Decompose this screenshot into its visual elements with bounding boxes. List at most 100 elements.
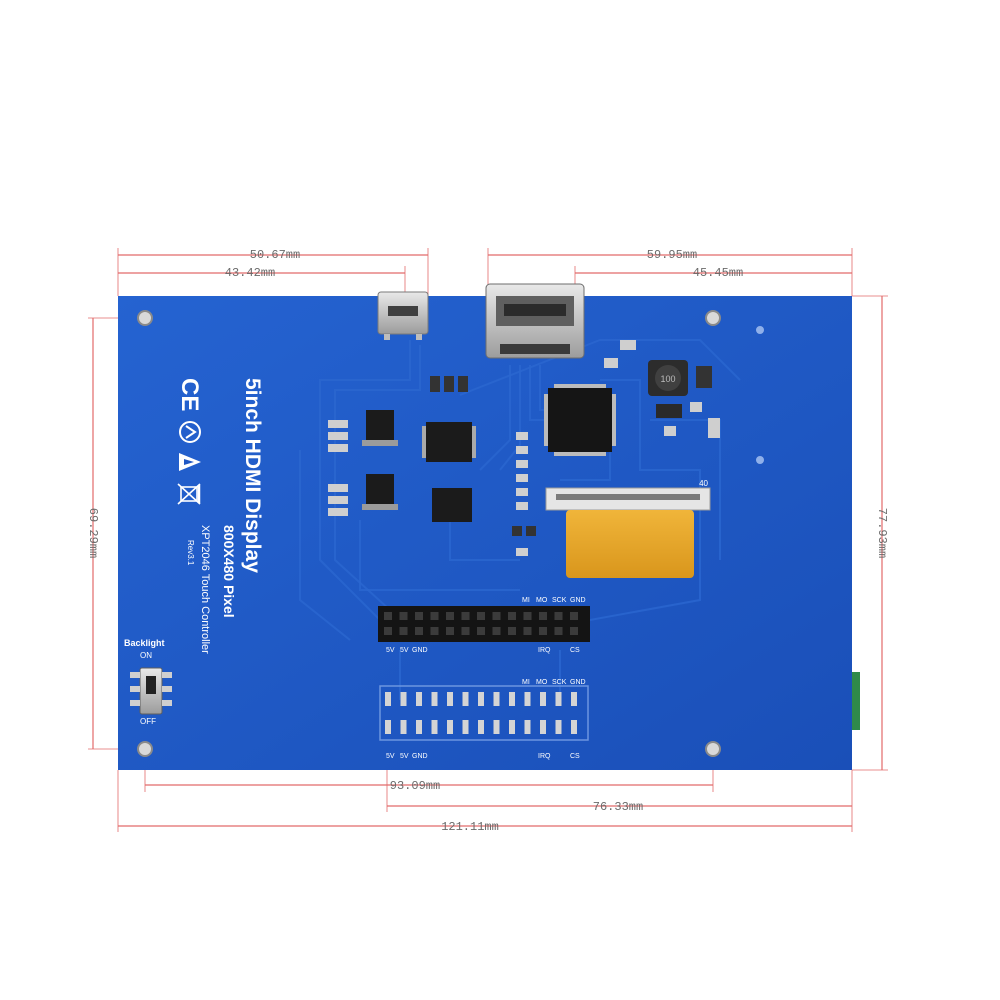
header-pin — [461, 612, 470, 620]
footprint-pad — [509, 720, 515, 734]
fpc-connector: 40 — [545, 479, 711, 578]
dim-top-inner: 43.42mm — [225, 266, 275, 280]
dim-bottom-holes: 93.09mm — [390, 779, 440, 793]
footprint-label-5v-a: 5V — [386, 753, 395, 760]
header-label-5v-a: 5V — [386, 647, 395, 654]
header-pin — [492, 627, 501, 635]
footprint-pad — [447, 720, 453, 734]
backlight-switch-knob[interactable] — [146, 676, 156, 694]
footprint-label-mo: MO — [536, 679, 548, 686]
dim-top-right-inner: 45.45mm — [693, 266, 743, 280]
board-controller: XPT2046 Touch Controller — [199, 525, 211, 654]
header-label-mo: MO — [536, 597, 548, 604]
dim-right-height: 77.93mm — [875, 508, 889, 558]
logic-chips — [422, 422, 476, 522]
header-label-gnd-b: GND — [412, 647, 428, 654]
footprint-pad — [447, 692, 453, 706]
footprint-pad — [555, 692, 562, 706]
header-pin — [508, 612, 516, 620]
header-label-irq: IRQ — [538, 647, 551, 654]
svg-text:100: 100 — [660, 374, 675, 384]
footprint-pad — [524, 720, 531, 734]
header-pin — [430, 627, 439, 635]
footprint-pad — [385, 720, 391, 734]
header-pin — [570, 627, 578, 635]
backlight-off-label: OFF — [140, 717, 156, 726]
board-resolution: 800X480 Pixel — [221, 525, 237, 618]
flex-cable — [566, 510, 694, 578]
dim-top-outer: 50.67mm — [250, 248, 300, 262]
header-pin — [508, 627, 516, 635]
rcm-mark-icon — [179, 421, 201, 443]
dimension-annotations: 50.67mm 43.42mm 59.95mm 45.45mm 69.29mm … — [86, 248, 889, 834]
mounting-holes — [137, 310, 764, 757]
header-pin — [539, 627, 547, 635]
gpio-header-body — [378, 606, 590, 642]
header-label-mi: MI — [522, 597, 530, 604]
header-pin — [446, 627, 454, 635]
gpio-header: MI MO SCK GND 5V 5V GND IRQ CS — [378, 597, 590, 654]
footprint-label-sck: SCK — [552, 679, 567, 686]
header-pin — [384, 627, 392, 635]
header-pin — [539, 612, 547, 620]
mounting-hole-icon — [705, 741, 721, 757]
footprint-pad — [540, 692, 546, 706]
footprint-pad — [400, 720, 407, 734]
dim-top-right-outer: 59.95mm — [647, 248, 697, 262]
header-pin — [415, 612, 423, 620]
footprint-label-gnd-b: GND — [412, 753, 428, 760]
footprint-pad — [416, 692, 422, 706]
header-pin — [399, 627, 408, 635]
backlight-switch-block: Backlight ON OFF — [124, 638, 172, 726]
mounting-hole-icon — [137, 310, 153, 326]
footprint-label-cs: CS — [570, 753, 580, 760]
footprint-pad — [493, 692, 500, 706]
footprint-pad — [524, 692, 531, 706]
header-pin — [570, 612, 578, 620]
weee-bin-icon — [177, 483, 201, 505]
header-pin — [477, 612, 485, 620]
footprint-pad — [431, 692, 438, 706]
pcb-surface — [118, 296, 852, 770]
dim-bottom-total: 121.11mm — [441, 820, 499, 834]
dim-left-height: 69.29mm — [86, 508, 100, 558]
header-label-5v-b: 5V — [400, 647, 409, 654]
header-pin — [430, 612, 439, 620]
micro-usb-connector — [377, 291, 429, 340]
header-label-gnd: GND — [570, 597, 586, 604]
board-title: 5inch HDMI Display — [241, 378, 264, 573]
mounting-hole-icon — [137, 741, 153, 757]
footprint-pad — [478, 720, 484, 734]
ce-mark-icon: CE — [176, 378, 203, 411]
footprint-pad — [509, 692, 515, 706]
svg-text:CE: CE — [176, 378, 203, 411]
footprint-pad — [385, 692, 391, 706]
backlight-on-label: ON — [140, 651, 152, 660]
hdmi-connector — [485, 283, 585, 359]
dim-bottom-partial: 76.33mm — [593, 800, 643, 814]
footprint-pad — [540, 720, 546, 734]
footprint-label-5v-b: 5V — [400, 753, 409, 760]
footprint-pad — [478, 692, 484, 706]
mounting-hole-icon — [705, 310, 721, 326]
footprint-pad — [462, 720, 469, 734]
fpc-pin-label: 40 — [699, 479, 708, 488]
footprint-pad — [571, 692, 577, 706]
header-label-sck: SCK — [552, 597, 567, 604]
header-label-cs: CS — [570, 647, 580, 654]
pcb-board: 100 — [118, 283, 860, 770]
header-pin — [461, 627, 470, 635]
board-revision: Rev3.1 — [186, 540, 195, 566]
header-pin — [523, 627, 532, 635]
footprint-pad — [462, 692, 469, 706]
header-pin — [415, 627, 423, 635]
footprint-pad — [571, 720, 577, 734]
passive-components — [512, 432, 536, 556]
header-pin — [446, 612, 454, 620]
footprint-label-irq: IRQ — [538, 753, 551, 760]
backlight-label: Backlight — [124, 638, 165, 648]
footprint-pad — [416, 720, 422, 734]
header-pin — [554, 612, 563, 620]
header-pin — [399, 612, 408, 620]
